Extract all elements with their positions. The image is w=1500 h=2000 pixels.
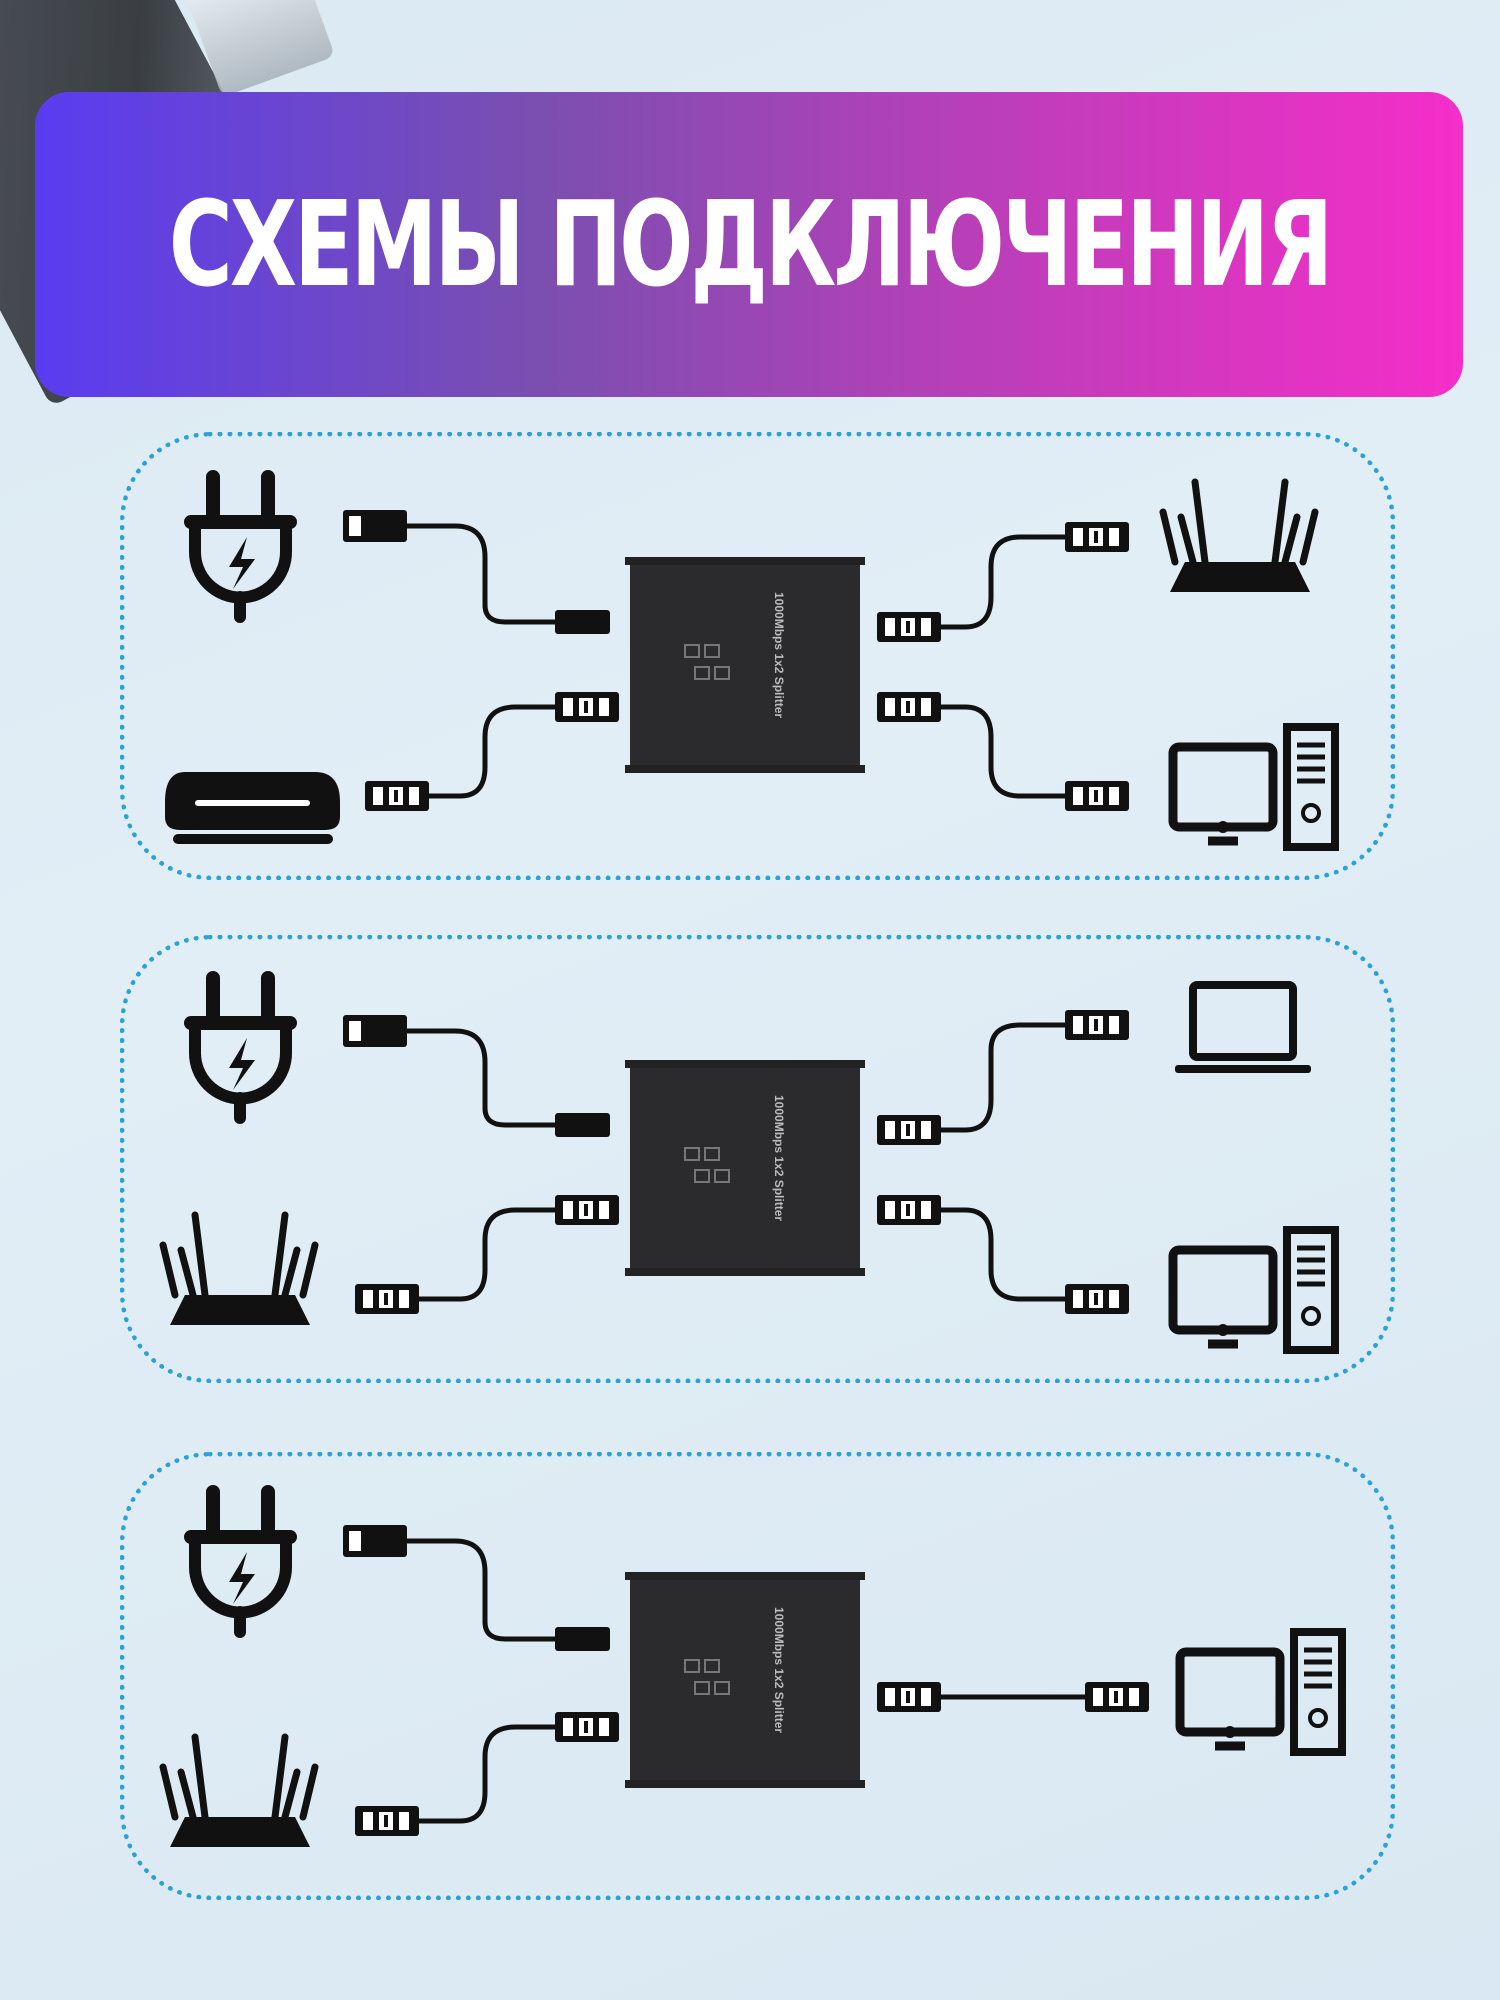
- power-plug-icon: [191, 1492, 290, 1632]
- output-cable-1: [941, 534, 1065, 630]
- splitter-device: [624, 1571, 866, 1789]
- input-cable: [419, 1207, 555, 1302]
- splitter-device: [624, 1059, 866, 1277]
- rj45-plug: [1065, 522, 1129, 552]
- micro-usb-plug: [555, 1627, 610, 1651]
- rj45-plug: [877, 1195, 941, 1225]
- power-cable: [407, 1028, 555, 1128]
- splitter-label: 1000Mbps 1x2 Splitter: [772, 1095, 786, 1221]
- rj45-plug: [555, 1195, 619, 1225]
- desktop-computer-icon: [1173, 1230, 1335, 1350]
- rj45-plug: [555, 1712, 619, 1742]
- usb-plug: [343, 510, 407, 542]
- title-banner: СХЕМЫ ПОДКЛЮЧЕНИЯ: [35, 92, 1463, 397]
- micro-usb-plug: [555, 610, 610, 634]
- scheme-panel-2: 1000Mbps 1x2 Splitter: [120, 935, 1395, 1383]
- laptop-icon: [1175, 985, 1311, 1073]
- output-cable-2: [941, 1207, 1065, 1302]
- rj45-plug: [555, 692, 619, 722]
- rj45-plug: [1065, 1010, 1129, 1040]
- splitter-label: 1000Mbps 1x2 Splitter: [772, 592, 786, 718]
- rj45-plug: [355, 1806, 419, 1836]
- rj45-plug: [877, 1682, 941, 1712]
- rj45-plug: [877, 692, 941, 722]
- power-plug-icon: [191, 978, 290, 1118]
- rj45-plug: [1085, 1682, 1149, 1712]
- input-cable: [429, 704, 555, 799]
- power-cable: [407, 523, 555, 625]
- power-plug-icon: [191, 477, 290, 617]
- splitter-label: 1000Mbps 1x2 Splitter: [772, 1607, 786, 1733]
- usb-plug: [343, 1525, 407, 1557]
- scheme-panel-1: 1000Mbps 1x2 Splitter: [120, 432, 1395, 880]
- output-cable-2: [941, 704, 1065, 799]
- usb-plug: [343, 1015, 407, 1047]
- rj45-plug: [877, 1115, 941, 1145]
- input-cable: [419, 1724, 555, 1824]
- scheme-panel-3: 1000Mbps 1x2 Splitter: [120, 1452, 1395, 1900]
- router-icon: [163, 1215, 315, 1325]
- set-top-box-icon: [165, 772, 340, 844]
- rj45-plug: [355, 1284, 419, 1314]
- output-cable-1: [941, 1022, 1065, 1133]
- micro-usb-plug: [555, 1113, 610, 1137]
- rj45-plug: [1065, 781, 1129, 811]
- rj45-plug: [365, 781, 429, 811]
- splitter-device: [624, 556, 866, 774]
- desktop-computer-icon: [1173, 727, 1335, 847]
- router-icon: [1163, 482, 1315, 592]
- router-icon: [163, 1737, 315, 1847]
- power-cable: [407, 1538, 555, 1642]
- rj45-plug: [1065, 1284, 1129, 1314]
- desktop-computer-icon: [1180, 1632, 1342, 1752]
- page-title: СХЕМЫ ПОДКЛЮЧЕНИЯ: [168, 176, 1333, 313]
- rj45-plug: [877, 612, 941, 642]
